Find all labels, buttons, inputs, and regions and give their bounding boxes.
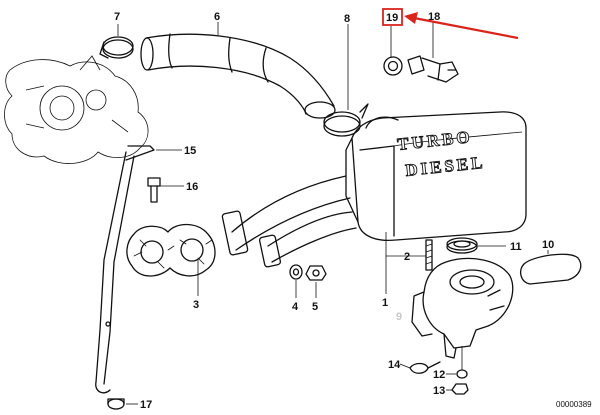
callout-7: 7 [114,11,120,23]
callout-6: 6 [214,11,220,23]
drawing-code: 00000389 [556,400,592,409]
spacer-part-4 [289,264,303,280]
gasket-part-3 [126,223,216,277]
sealing-ring-part-19 [383,56,403,76]
bracket-part-15 [95,145,155,394]
intake-hose-part-6 [140,33,336,119]
nut-part-5 [305,265,327,281]
callout-9: 9 [396,311,402,323]
callout-10: 10 [542,239,554,251]
washer-part-12 [456,369,468,379]
temperature-sensor-part-18 [407,55,459,83]
valve-housing [411,257,514,359]
callout-2: 2 [404,251,410,263]
callout-16: 16 [186,181,198,193]
callout-13: 13 [433,385,445,397]
clamp-part-7 [99,36,134,59]
callout-15: 15 [184,145,196,157]
callout-3: 3 [193,299,199,311]
stud-part-2 [425,239,433,271]
callout-19: 19 [386,12,398,24]
emblem-turbo-text: TURBO [396,127,473,154]
red-arrow-icon [404,12,519,40]
gasket-part-10 [519,253,582,285]
callout-8: 8 [344,13,350,25]
callout-17: 17 [140,399,152,411]
turbocharger-drawing [4,55,149,164]
clip-part-14 [409,361,441,374]
callout-19-highlight-box [382,8,403,26]
clamp-part-8 [323,103,369,137]
callout-1: 1 [382,297,388,309]
leader-lines [117,22,549,405]
bolt-part-16 [147,177,161,203]
callout-11: 11 [510,241,522,253]
emblem-diesel-text: DIESEL [404,153,486,180]
callout-18: 18 [428,11,440,23]
nut-part-13 [451,383,469,395]
callout-12: 12 [433,369,445,381]
callout-5: 5 [312,301,318,313]
callout-4: 4 [292,301,299,313]
intake-manifold [221,175,357,268]
callout-14: 14 [388,359,401,371]
intake-plenum: TURBO DIESEL [345,111,527,242]
bolt-part-17 [107,398,125,410]
ring-part-11 [446,237,478,254]
